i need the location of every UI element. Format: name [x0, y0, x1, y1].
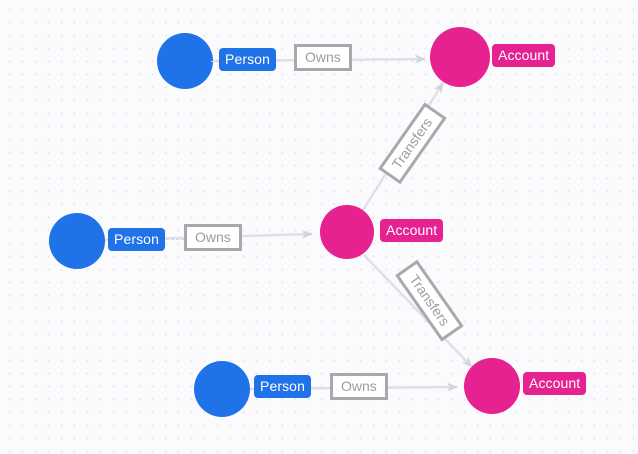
node-label-person-3[interactable]: Person: [254, 375, 311, 398]
node-label-account-3[interactable]: Account: [523, 372, 587, 395]
node-label-person-2[interactable]: Person: [108, 228, 165, 251]
node-label-account-2[interactable]: Account: [380, 219, 444, 242]
label-connector-person-2: [166, 239, 184, 240]
node-label-person-1[interactable]: Person: [219, 48, 276, 71]
label-connector-person-3: [311, 387, 331, 388]
edge-label-transfers-2[interactable]: Transfers: [395, 259, 464, 342]
edge-label-transfers-1[interactable]: Transfers: [378, 102, 447, 185]
node-account-2[interactable]: [320, 205, 374, 259]
node-account-3[interactable]: [464, 358, 520, 414]
node-person-3[interactable]: [194, 361, 250, 417]
node-person-2[interactable]: [49, 213, 105, 269]
edge-label-owns-3[interactable]: Owns: [330, 373, 388, 400]
edge-label-owns-1[interactable]: Owns: [294, 44, 352, 71]
node-label-account-1[interactable]: Account: [492, 44, 556, 67]
node-account-1[interactable]: [430, 27, 490, 87]
edge-label-owns-2[interactable]: Owns: [184, 224, 242, 251]
label-connector-person-1: [211, 61, 225, 62]
node-person-1[interactable]: [157, 33, 213, 89]
